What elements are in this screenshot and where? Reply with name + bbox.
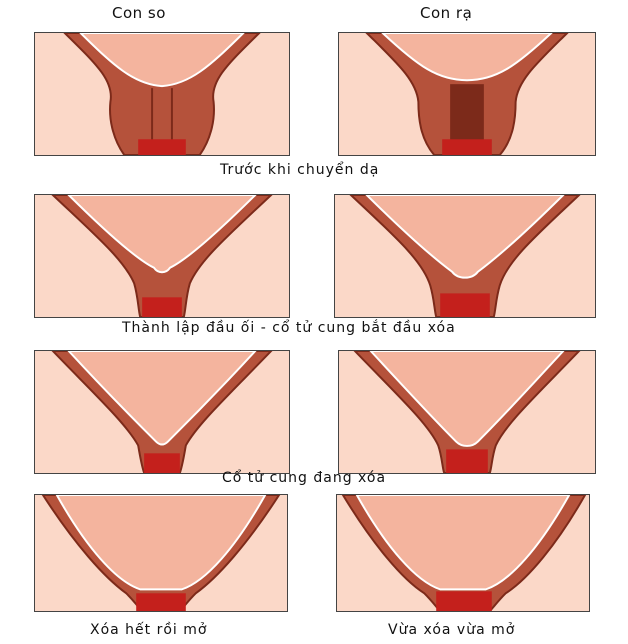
caption-effacing: Cổ tử cung đang xóa bbox=[222, 470, 387, 486]
caption-before-labor: Trước khi chuyển dạ bbox=[220, 162, 380, 178]
caption-fully-effaced: Xóa hết rồi mở bbox=[90, 622, 208, 638]
panel-con-so-fully-effaced bbox=[34, 494, 288, 612]
panel-con-ra-effacing-dilating bbox=[336, 494, 590, 612]
panel-con-ra-effacing bbox=[338, 350, 596, 474]
panel-con-so-effacing bbox=[34, 350, 290, 474]
header-con-ra: Con rạ bbox=[420, 4, 473, 22]
caption-membrane-formed: Thành lập đầu ối - cổ tử cung bắt đầu xó… bbox=[122, 320, 456, 336]
panel-con-ra-membrane-formed bbox=[334, 194, 596, 318]
caption-effacing-dilating: Vừa xóa vừa mở bbox=[388, 622, 516, 638]
panel-con-so-membrane-formed bbox=[34, 194, 290, 318]
panel-con-so-before-labor bbox=[34, 32, 290, 156]
header-con-so: Con so bbox=[112, 4, 166, 22]
panel-con-ra-before-labor bbox=[338, 32, 596, 156]
